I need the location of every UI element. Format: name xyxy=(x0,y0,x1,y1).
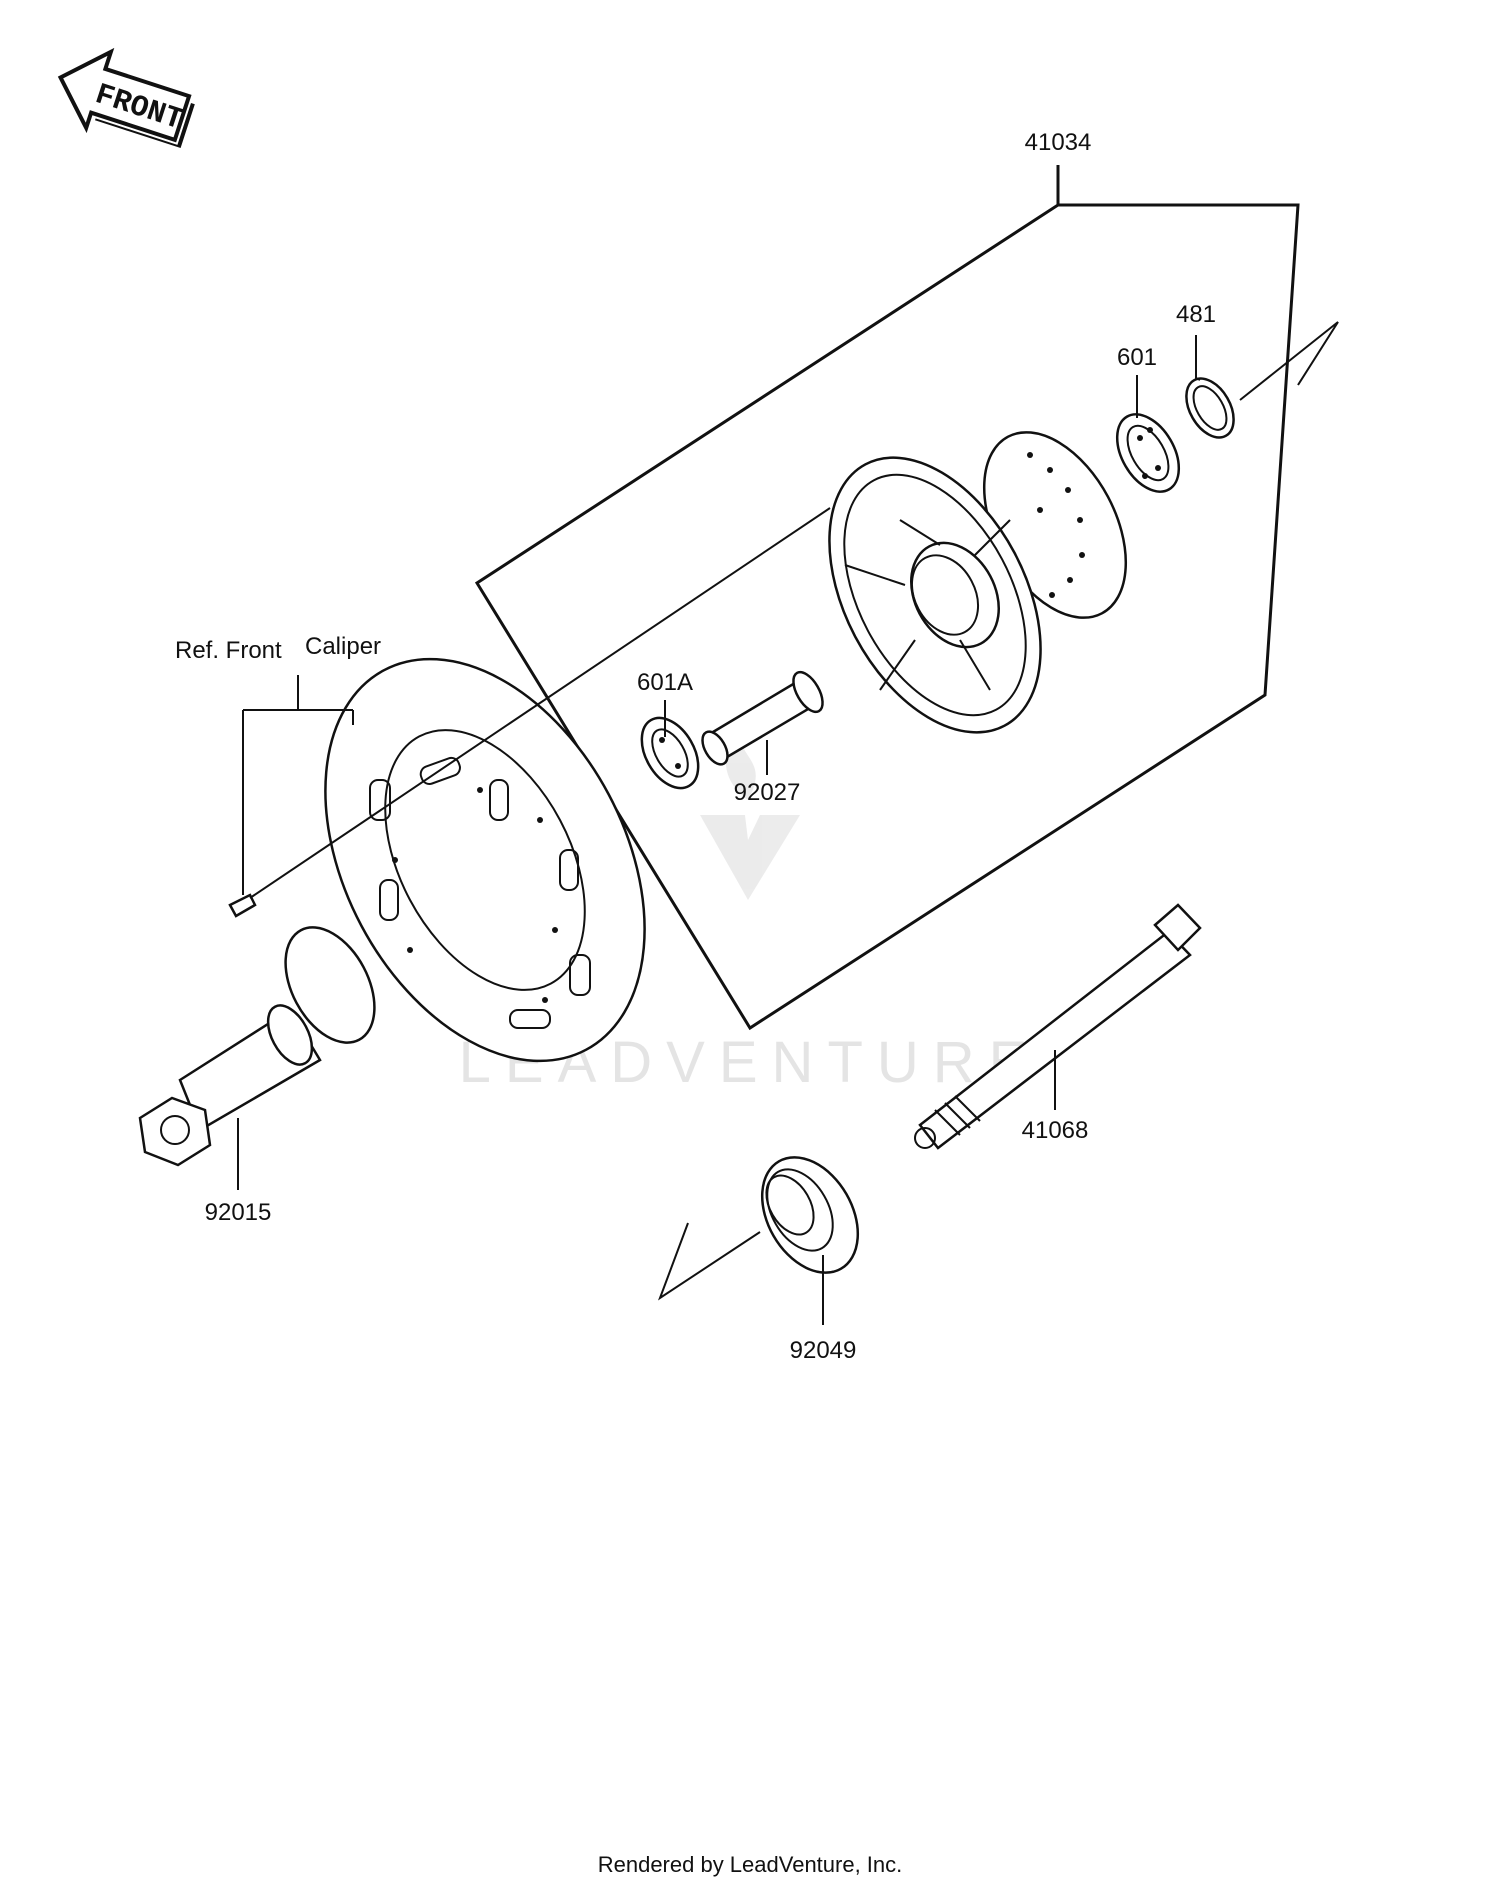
bearing-left-part xyxy=(640,716,700,790)
part-label-41034: 41034 xyxy=(1025,129,1092,156)
bearing-right-part xyxy=(1115,413,1181,493)
disc-bolt-part xyxy=(228,893,257,918)
reference-bracket xyxy=(242,675,354,895)
hub-assembly-bracket xyxy=(474,165,1300,1031)
reference-note-front: Ref. Front xyxy=(175,637,282,664)
part-label-481: 481 xyxy=(1176,301,1216,328)
part-label-41068: 41068 xyxy=(1022,1117,1089,1144)
collar-nut-part xyxy=(138,926,376,1167)
axle-part xyxy=(914,903,1202,1150)
part-label-601: 601 xyxy=(1117,344,1157,371)
assembly-line-disc xyxy=(249,507,831,899)
part-label-92015: 92015 xyxy=(205,1199,272,1226)
part-label-601A: 601A xyxy=(637,669,693,696)
axis-marker-right xyxy=(1239,321,1339,401)
footer-text: Rendered by LeadVenture, Inc. xyxy=(598,1852,903,1877)
brake-disc-part xyxy=(324,657,646,1063)
oil-seal-part xyxy=(760,1156,860,1274)
spacer-part xyxy=(701,670,824,766)
part-label-92027: 92027 xyxy=(734,779,801,806)
circlip-part xyxy=(1185,377,1235,439)
part-label-92049: 92049 xyxy=(790,1337,857,1364)
axis-marker-left xyxy=(657,1222,761,1301)
front-direction-arrow-icon: FRONT xyxy=(57,47,195,149)
reference-note-caliper: Caliper xyxy=(305,633,381,660)
wheel-hub-part xyxy=(828,431,1128,734)
